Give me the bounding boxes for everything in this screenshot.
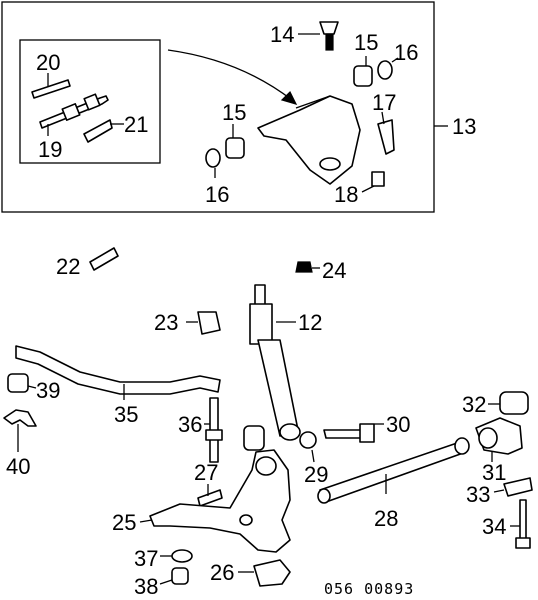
part-38-bushing [171,567,189,585]
callout-33: 33 [466,482,490,507]
part-23-bushing [197,311,221,335]
leader-39 [27,385,37,389]
part-22-bracket [89,247,119,271]
callout-24: 24 [322,258,346,283]
part-21-bracket [83,119,113,143]
part-35-stabilizer-bar [15,345,221,395]
part-32-bushing [499,391,529,415]
callout-25: 25 [112,510,136,535]
callout-34: 34 [482,514,506,539]
callout-22: 22 [56,254,80,279]
callout-39: 39 [36,378,60,403]
leader-25 [139,519,153,523]
upper-arm-group-frame [1,1,435,213]
part-30-bolt [323,429,363,439]
leader-16-upper [391,57,399,63]
part-33-pad [503,477,533,497]
callout-15-lower: 15 [222,100,246,125]
shaft-subgroup-frame [19,39,161,164]
part-19-bushing-a [61,103,81,121]
part-24-nut [295,261,313,273]
curved-arrow [167,49,293,101]
diagram-code: 056 00893 [324,580,414,598]
callout-14: 14 [270,22,294,47]
part-17-bracket [377,119,395,155]
upper-arm-hole [319,157,341,171]
part-31-hole [478,427,498,449]
part-28-end-b [317,488,331,504]
part-14-ball-joint [319,21,339,35]
part-14-stud [325,33,334,51]
part-16-washer-upper [377,60,393,80]
callout-15-upper: 15 [354,30,378,55]
part-26-ball-joint [253,559,291,587]
part-28-torsion-bar [319,441,467,503]
part-39-bushing [7,373,29,393]
callout-18: 18 [334,182,358,207]
part-34-bolt [519,499,527,541]
part-25-hole [255,456,277,476]
part-12-upper-body [249,303,273,345]
part-15-bushing-lower [225,137,245,159]
callout-40: 40 [6,454,30,479]
part-37-nut [171,549,193,563]
callout-21: 21 [124,112,148,137]
callout-38: 38 [134,574,158,599]
callout-28: 28 [374,506,398,531]
part-19-bushing-b [83,93,101,111]
callout-16-upper: 16 [394,40,418,65]
callout-17: 17 [372,90,396,115]
callout-19: 19 [38,137,62,162]
part-18-bolt [371,171,385,187]
curved-arrow-head [280,90,298,105]
callout-29: 29 [304,462,328,487]
part-20-plate [31,79,71,99]
callout-32: 32 [462,392,486,417]
callout-36: 36 [178,412,202,437]
callout-27: 27 [194,460,218,485]
part-25-mount [239,514,253,526]
callout-37: 37 [134,546,158,571]
part-27-bolt [197,489,223,507]
part-30-head [359,423,375,443]
part-29-washer [299,431,317,449]
leader-18 [361,185,375,193]
leader-17 [381,111,385,125]
upper-arm-shaft [295,95,331,109]
part-40-bracket [3,409,37,427]
upper-control-arm [257,95,361,185]
part-25-lower-control-arm [149,449,291,553]
part-12-rod [254,284,266,306]
callout-23: 23 [154,310,178,335]
part-15-bushing-upper [353,65,373,87]
lower-bushing [243,425,265,451]
callout-12: 12 [298,310,322,335]
part-36-bushing [205,429,223,441]
part-16-washer-lower [205,148,221,168]
callout-35: 35 [114,402,138,427]
callout-20: 20 [36,50,60,75]
leader-29 [311,449,315,463]
callout-16-lower: 16 [205,182,229,207]
callout-31: 31 [482,460,506,485]
part-28-end-a [454,437,470,455]
part-34-head [515,537,531,549]
leader-38 [159,579,173,585]
callout-13: 13 [452,114,476,139]
part-12-lower-body [257,339,299,437]
leader-33 [493,489,505,493]
callout-26: 26 [210,560,234,585]
callout-30: 30 [386,412,410,437]
part-12-eye [279,423,301,441]
